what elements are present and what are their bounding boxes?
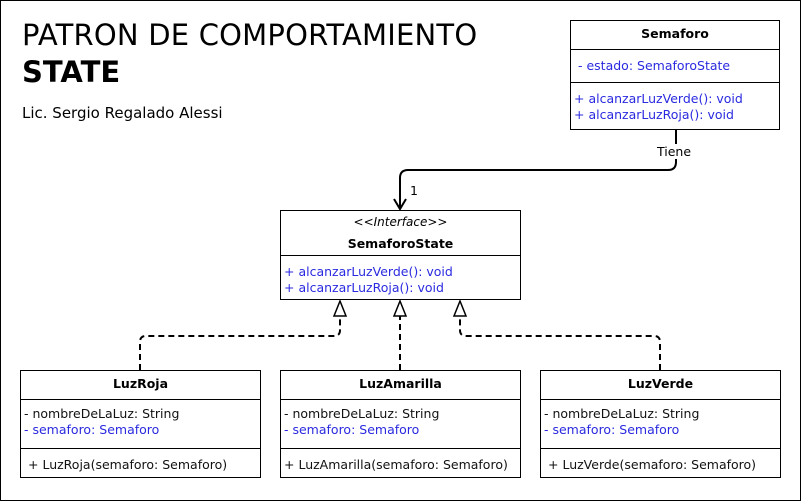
realization-line-luzverde — [459, 316, 661, 370]
method-alcanzar-luz-verde: + alcanzarLuzVerde(): void — [284, 264, 453, 279]
constructor-luz-roja: + LuzRoja(semaforo: Semaforo) — [28, 457, 228, 472]
class-name: LuzAmarilla — [359, 376, 442, 391]
constructor-luz-amarilla: + LuzAmarilla(semaforo: Semaforo) — [284, 457, 508, 472]
class-semaforo[interactable]: Semaforo - estado: SemaforoState + alcan… — [570, 20, 780, 130]
class-name: LuzRoja — [112, 376, 169, 391]
class-luz-roja[interactable]: LuzRoja - nombreDeLaLuz: String - semafo… — [20, 370, 261, 478]
realization-line-luzroja — [139, 316, 341, 370]
attribute-nombre-de-la-luz: - nombreDeLaLuz: String — [284, 406, 440, 421]
realization-arrowhead-luzverde — [452, 298, 468, 317]
method-alcanzar-luz-roja: + alcanzarLuzRoja(): void — [574, 107, 734, 122]
attribute-semaforo: - semaforo: Semaforo — [24, 422, 160, 437]
class-name: LuzVerde — [627, 376, 694, 391]
attribute-semaforo: - semaforo: Semaforo — [284, 422, 420, 437]
attribute-semaforo: - semaforo: Semaforo — [544, 422, 680, 437]
class-name: Semaforo — [641, 26, 709, 41]
association-multiplicity: 1 — [410, 183, 418, 198]
attribute-nombre-de-la-luz: - nombreDeLaLuz: String — [24, 406, 180, 421]
constructor-luz-verde: + LuzVerde(semaforo: Semaforo) — [548, 457, 757, 472]
diagram-title: PATRON DE COMPORTAMIENTO — [22, 18, 478, 52]
interface-semaforo-state[interactable]: <<Interface>> SemaforoState + alcanzarLu… — [280, 210, 521, 300]
author-name: Lic. Sergio Regalado Alessi — [22, 104, 223, 122]
method-alcanzar-luz-verde: + alcanzarLuzVerde(): void — [574, 91, 743, 106]
diagram-subtitle: STATE — [22, 55, 121, 89]
method-alcanzar-luz-roja: + alcanzarLuzRoja(): void — [284, 280, 444, 295]
interface-stereotype: <<Interface>> — [353, 215, 448, 229]
attribute-estado: - estado: SemaforoState — [578, 58, 731, 73]
realization-arrowhead-luzroja — [332, 298, 348, 317]
interface-name: SemaforoState — [347, 236, 454, 251]
class-luz-verde[interactable]: LuzVerde - nombreDeLaLuz: String - semaf… — [540, 370, 781, 478]
association-arrowhead — [393, 198, 407, 211]
attribute-nombre-de-la-luz: - nombreDeLaLuz: String — [544, 406, 700, 421]
class-luz-amarilla[interactable]: LuzAmarilla - nombreDeLaLuz: String - se… — [280, 370, 521, 478]
association-label: Tiene — [654, 144, 695, 159]
association-line — [399, 130, 677, 208]
realization-arrowhead-luzamarilla — [392, 298, 408, 317]
